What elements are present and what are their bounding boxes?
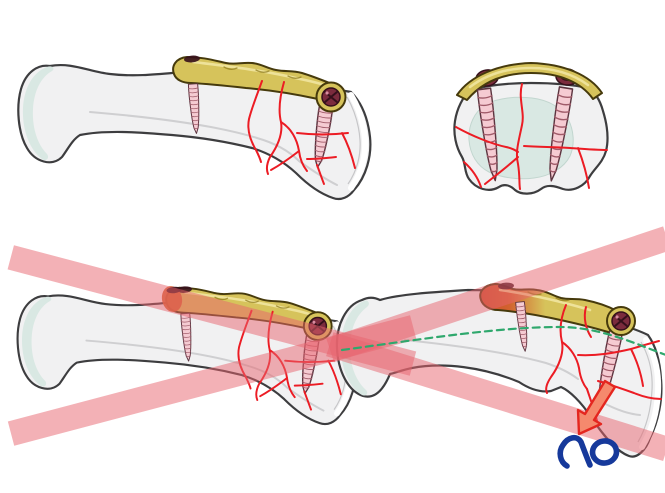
- subchondral-strip: [348, 92, 369, 191]
- anatomical-axis-dashed-line: [340, 325, 665, 356]
- prohibition-band: [7, 315, 417, 446]
- ao-logo: AO: [557, 434, 620, 469]
- proximal-screw-head-slot: [184, 55, 200, 63]
- subchondral-edge-line: [346, 96, 361, 185]
- articular-cartilage: [22, 66, 54, 161]
- displacement-arrow-icon: [576, 379, 617, 436]
- articular-cartilage: [341, 300, 369, 396]
- fracture-lines: [455, 83, 608, 190]
- fracture-lines: [247, 80, 356, 185]
- bone-shading-line: [89, 111, 338, 186]
- screw-head-glint: [325, 91, 329, 95]
- prohibition-cross-left-icon: [7, 245, 417, 446]
- prohibition-band: [326, 226, 665, 363]
- plate-arc-highlight: [468, 66, 590, 89]
- ao-logo-letter-o: [589, 438, 620, 466]
- panel-fixed-bone-axial-view: [453, 62, 609, 195]
- screw-head-glint: [615, 315, 619, 319]
- subchondral-edge-line: [637, 341, 653, 443]
- plate-scallop-shadows: [223, 66, 302, 79]
- ao-logo-letter-a: [557, 434, 593, 469]
- panel-fixed-bone-lateral-view: [17, 55, 372, 201]
